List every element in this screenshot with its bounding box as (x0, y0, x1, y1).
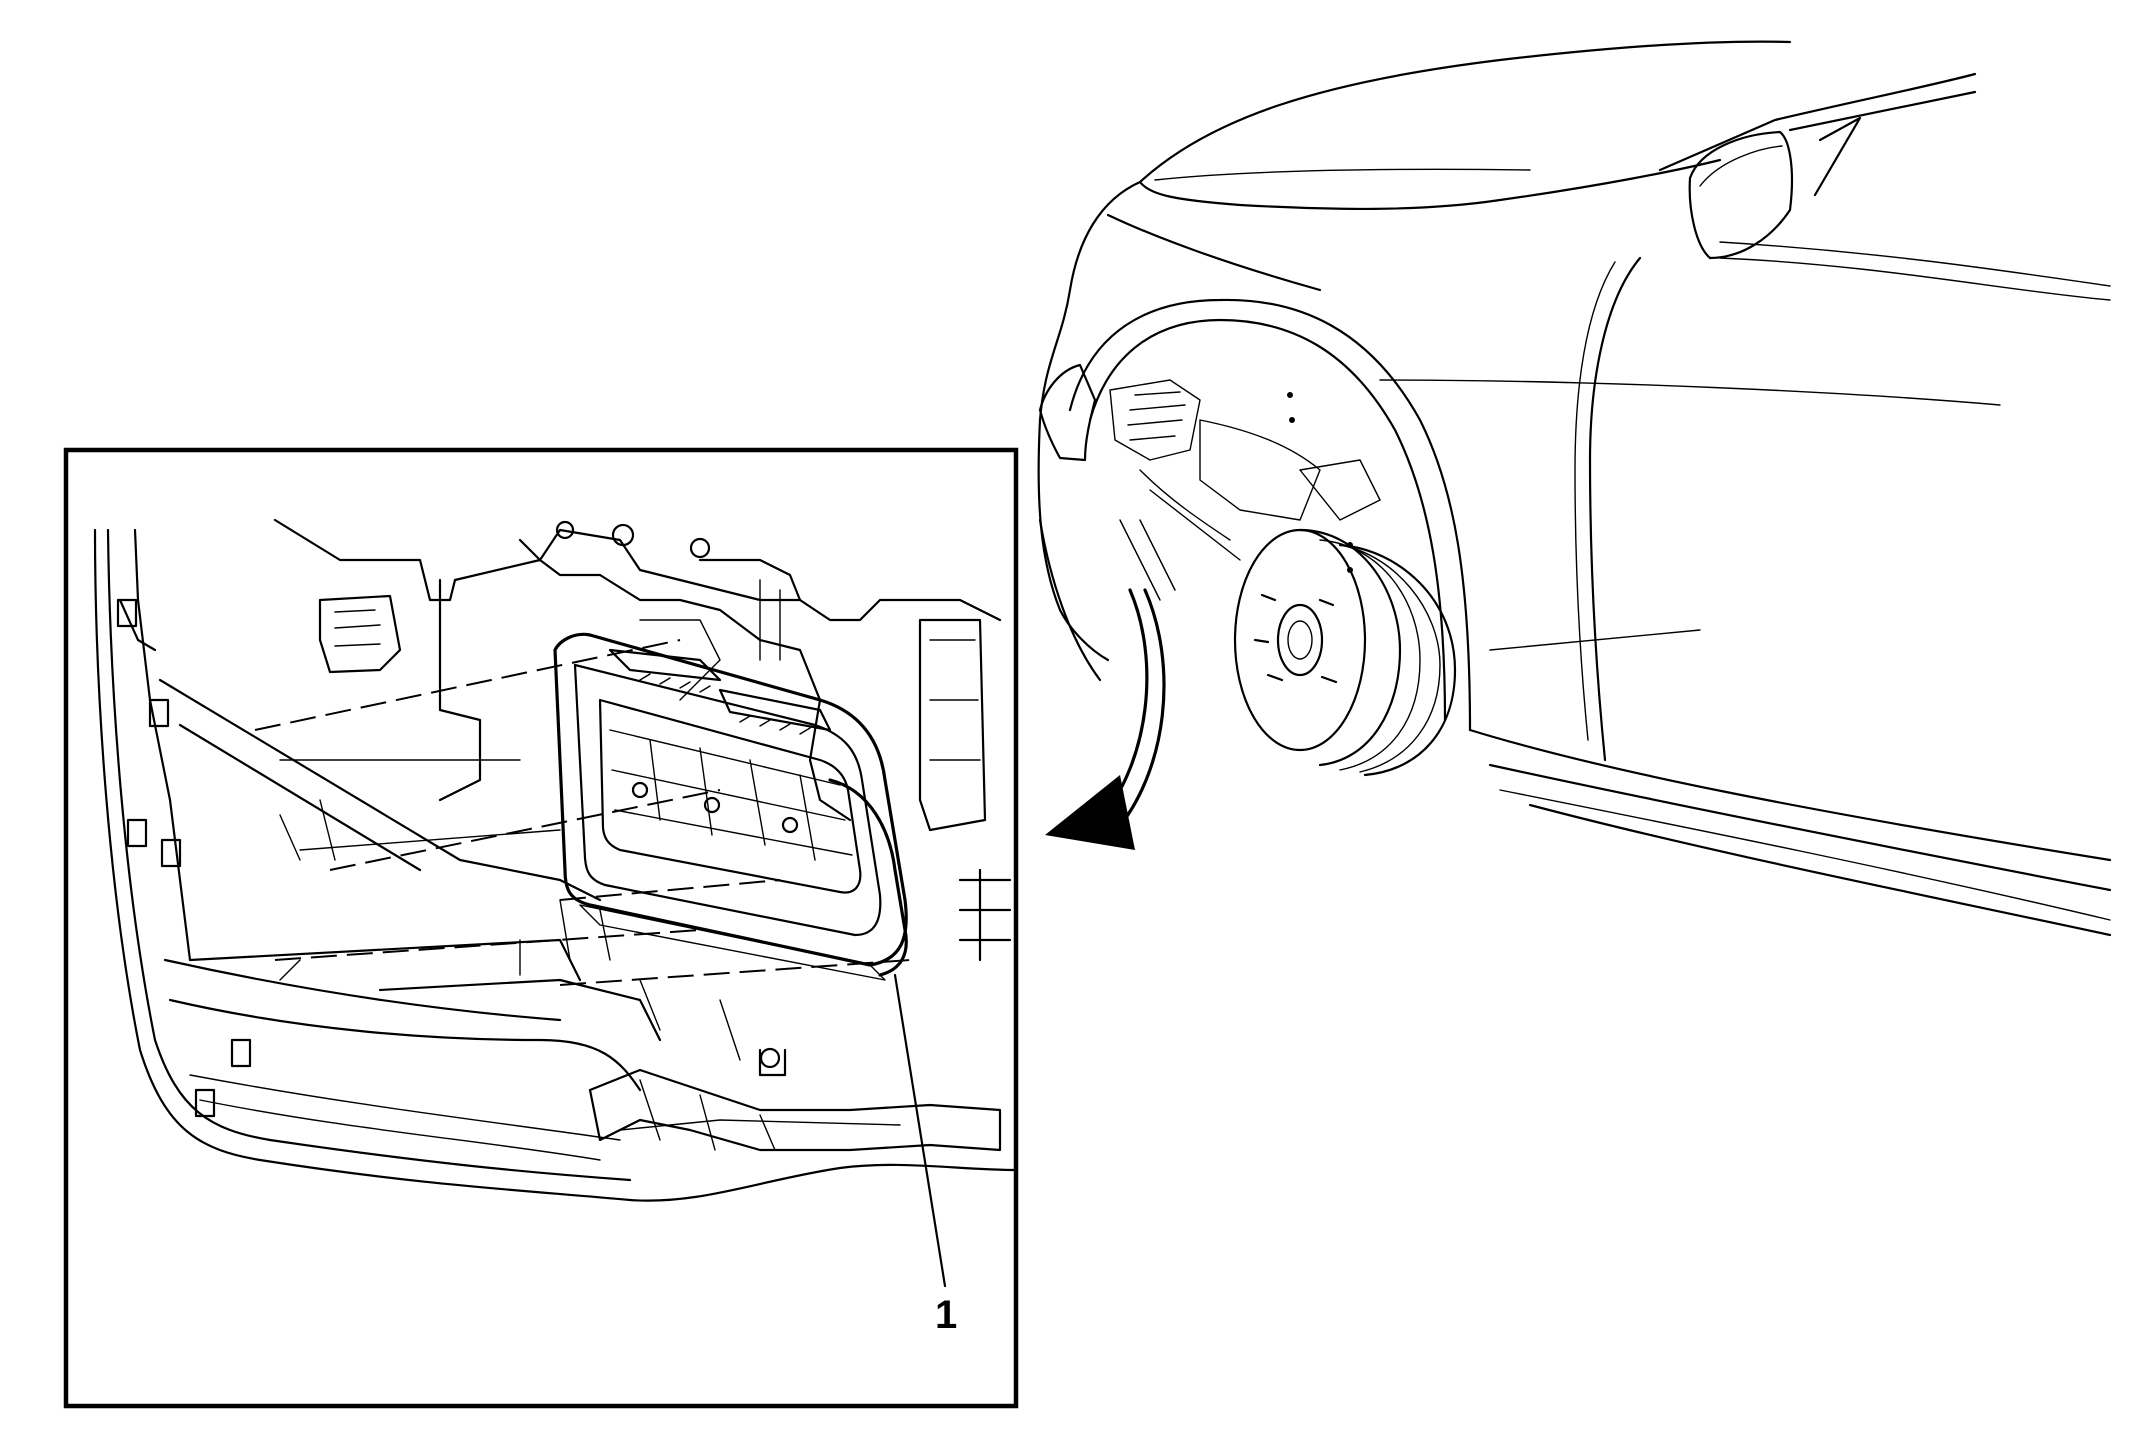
fog-lamp-bezel (553, 632, 908, 981)
bumper-fascia (93, 528, 1018, 1202)
callout-1-leader (893, 973, 947, 1288)
fascia-clips (116, 598, 252, 1118)
inset-frame (63, 447, 1019, 1409)
alignment-lines (254, 639, 911, 986)
callout-1-label: 1 (935, 1293, 957, 1337)
lower-bumper-bracket (588, 1068, 1002, 1152)
rocker-panel (1468, 728, 2112, 862)
removal-arrow-head (1045, 775, 1135, 850)
brake-rotor (1233, 528, 1457, 777)
front-fender (1037, 180, 1142, 662)
door-gap (1588, 256, 1642, 762)
detail-inset: 1 (63, 447, 1019, 1409)
fascia-side-edge (133, 528, 192, 962)
side-mirror (1688, 130, 1794, 260)
wheelhouse-components (1109, 379, 1381, 601)
radiator-support (273, 518, 1002, 622)
side-bracket (918, 618, 987, 832)
vehicle-windshield (1658, 72, 1977, 172)
front-fascia-corner (1038, 363, 1097, 462)
wheel-arch (1068, 298, 1472, 732)
vehicle-illustration (1037, 40, 2112, 937)
vehicle-hood (1138, 40, 1792, 184)
headlamp-connector (318, 594, 402, 674)
